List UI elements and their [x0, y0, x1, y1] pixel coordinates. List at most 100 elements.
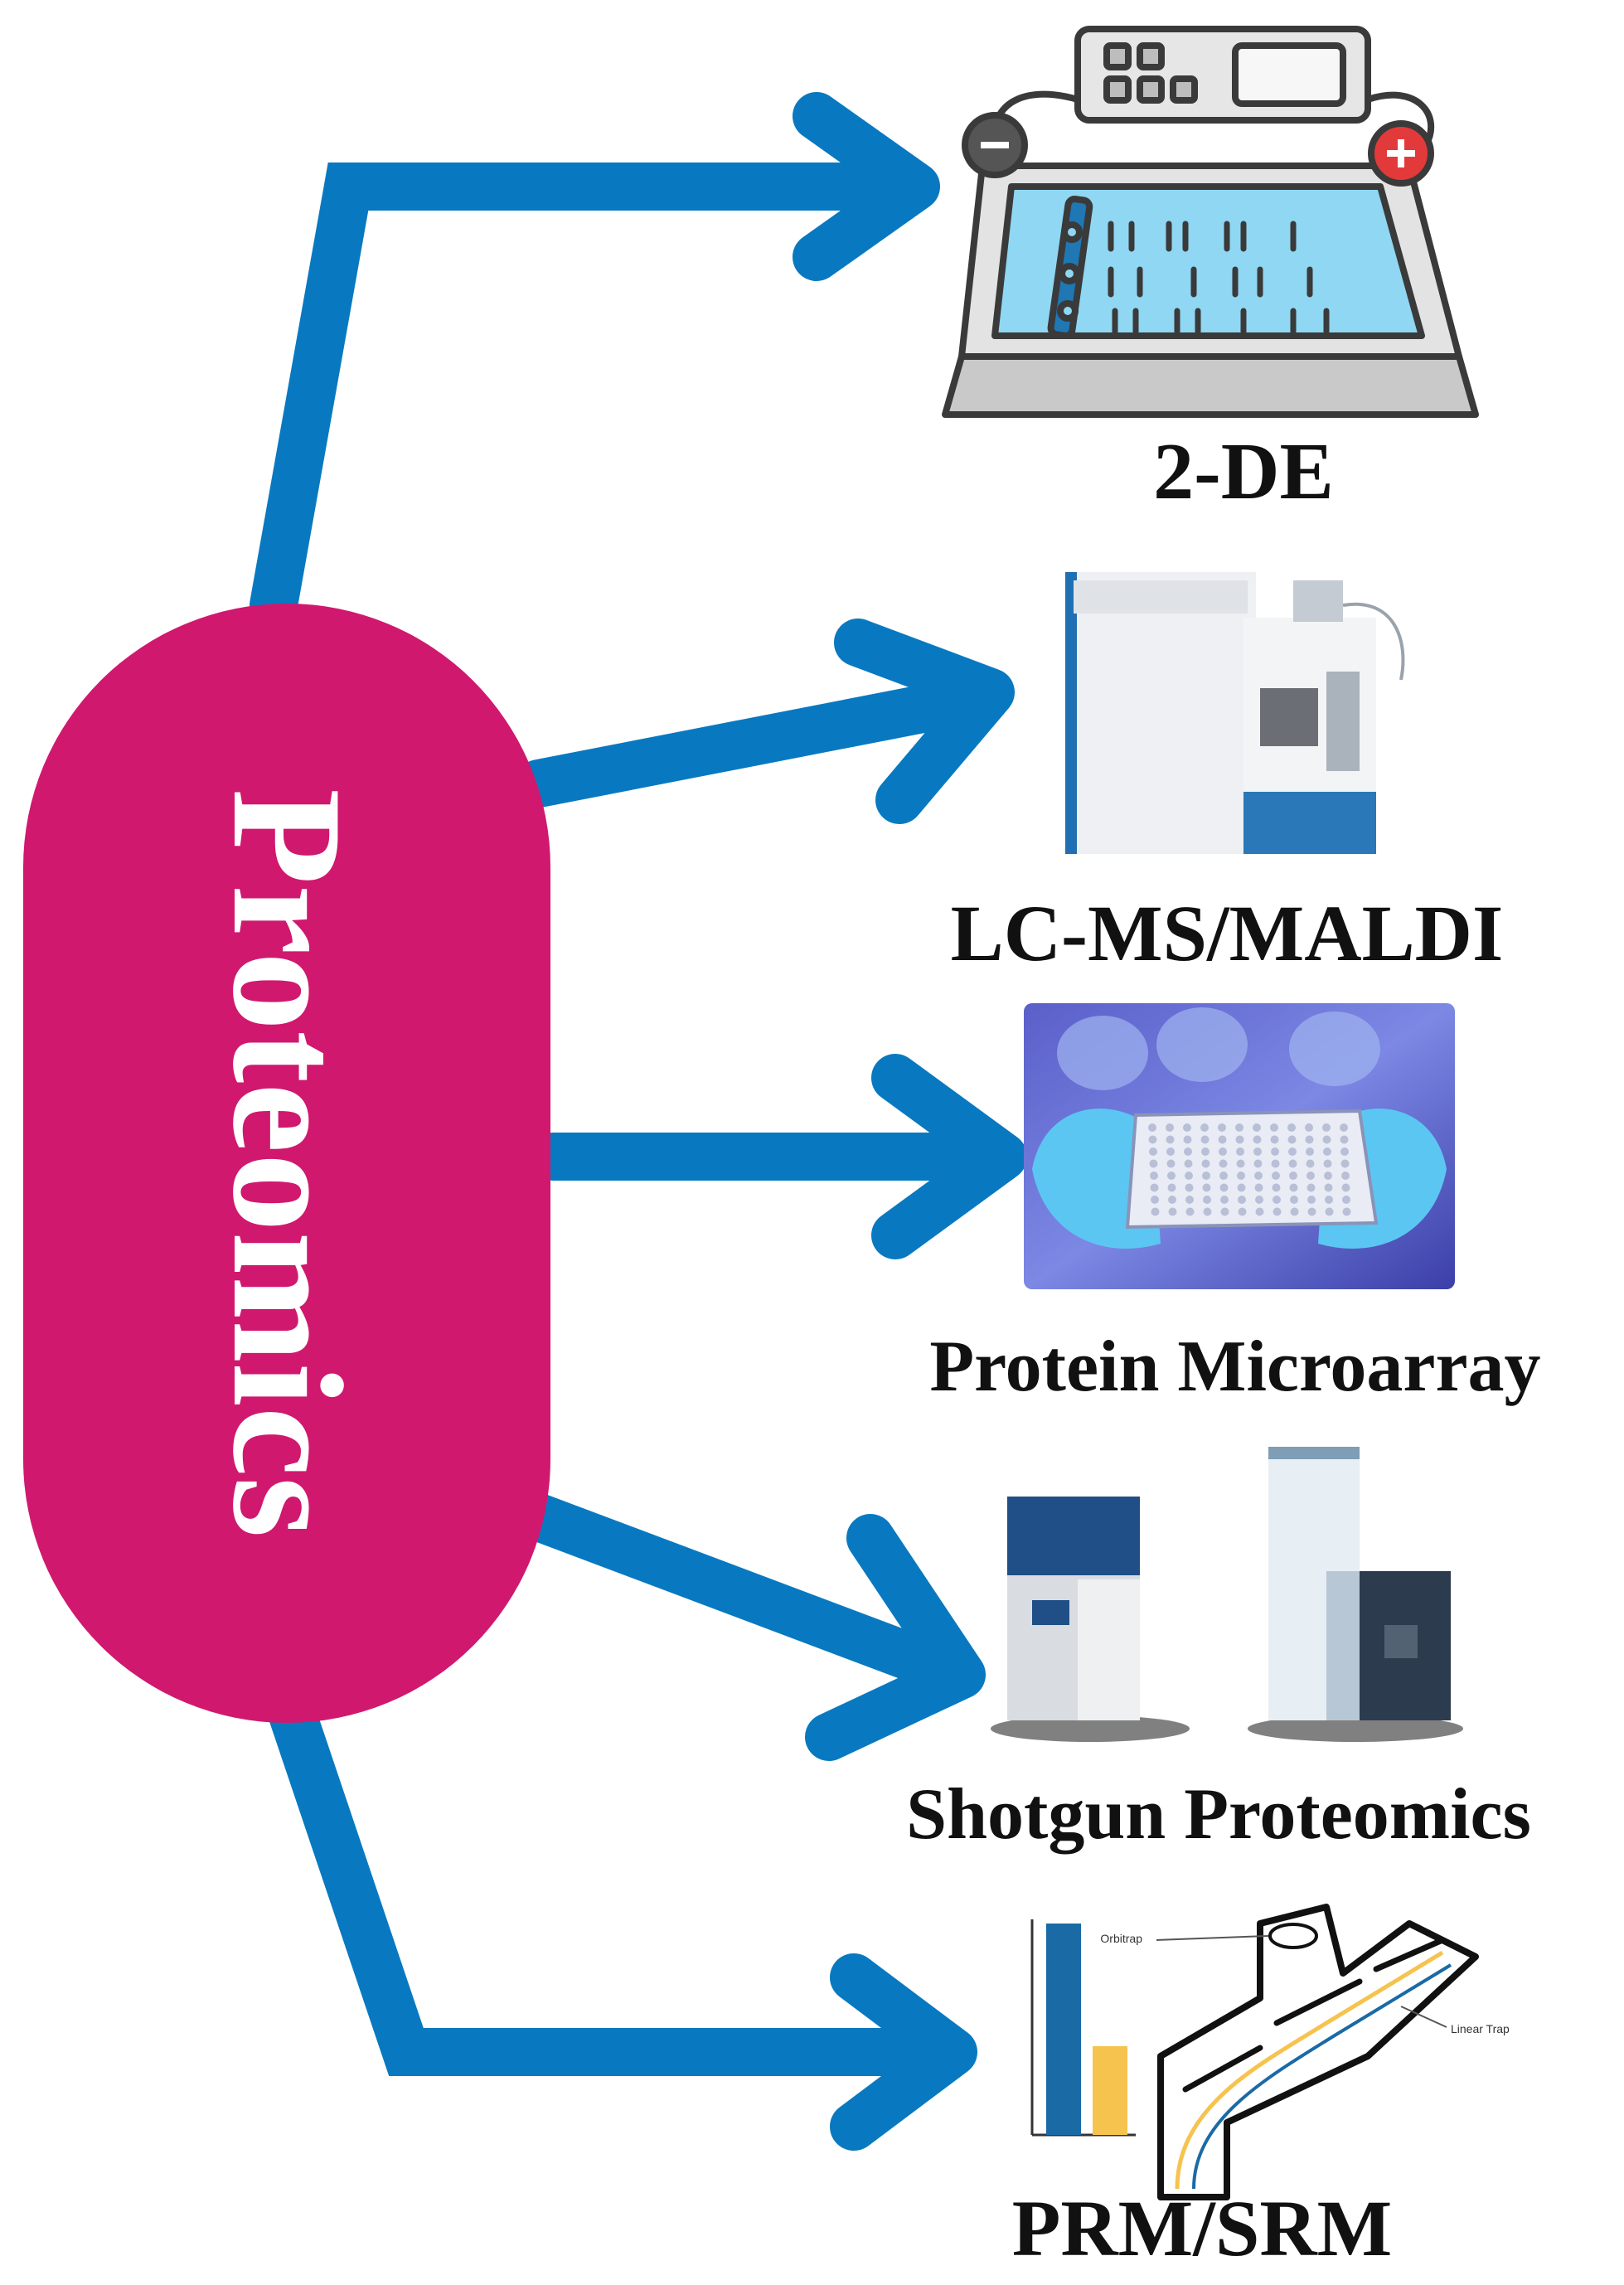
plate-well — [1202, 1183, 1211, 1192]
method-label-lcms-maldi: LC-MS/MALDI — [950, 889, 1504, 978]
plate-well — [1149, 1147, 1157, 1156]
arrow-to-2de — [250, 163, 936, 629]
plate-well — [1219, 1147, 1227, 1156]
plate-well — [1323, 1147, 1331, 1156]
plate-well — [1200, 1135, 1210, 1144]
plate-well — [1341, 1172, 1350, 1180]
plate-well — [1272, 1183, 1281, 1192]
plate-well — [1237, 1172, 1245, 1180]
arrow-head-microarray — [871, 1054, 1027, 1259]
plate-well — [1200, 1123, 1209, 1132]
prm-bar-2 — [1093, 2045, 1127, 2135]
arrow-head-shotgun — [805, 1514, 986, 1761]
plate-well — [1238, 1196, 1246, 1204]
plate-well — [1290, 1196, 1298, 1204]
plate-well — [1185, 1196, 1194, 1204]
proteomics-node — [23, 604, 550, 1723]
plate-well — [1323, 1159, 1332, 1168]
plate-well — [1306, 1183, 1316, 1192]
plate-well — [1340, 1135, 1349, 1144]
prm-bar-1 — [1046, 1924, 1081, 2135]
linear-trap-callout: Linear Trap — [1451, 2022, 1510, 2035]
plate-well — [1271, 1147, 1279, 1156]
plate-well — [1287, 1135, 1297, 1144]
plate-well — [1219, 1159, 1228, 1168]
plate-well — [1306, 1147, 1314, 1156]
plate-well — [1253, 1147, 1262, 1156]
plate-well — [1183, 1135, 1192, 1144]
plate-well — [1288, 1147, 1297, 1156]
arrow-head-2de — [793, 92, 940, 281]
plate-well — [1324, 1172, 1332, 1180]
plate-well — [1272, 1172, 1280, 1180]
plate-well — [1167, 1183, 1176, 1192]
method-label-shotgun-proteomics: Shotgun Proteomics — [906, 1774, 1531, 1855]
plate-well — [1342, 1196, 1350, 1204]
plate-well — [1236, 1147, 1244, 1156]
plate-well — [1254, 1172, 1263, 1180]
plate-well — [1340, 1159, 1350, 1168]
shotgun-instruments-icon — [991, 1447, 1463, 1742]
method-label-protein-microarray: Protein Microarray — [929, 1327, 1541, 1407]
plate-well — [1168, 1207, 1177, 1216]
plate-well — [1270, 1123, 1278, 1132]
plate-well — [1305, 1135, 1314, 1144]
arrow-head-prm — [830, 1953, 977, 2151]
plate-well — [1255, 1207, 1264, 1216]
plate-well — [1166, 1159, 1176, 1168]
plate-well — [1166, 1135, 1175, 1144]
plate-well — [1322, 1135, 1331, 1144]
plate-well — [1184, 1159, 1193, 1168]
instrument-outline — [1157, 1904, 1479, 2200]
electrophoresis-icon — [942, 26, 1479, 418]
plate-well — [1220, 1196, 1229, 1204]
plate-well — [1166, 1123, 1174, 1132]
plate-well — [1166, 1147, 1175, 1156]
plate-well — [1201, 1159, 1210, 1168]
plate-well — [1288, 1159, 1297, 1168]
plate-well — [1235, 1123, 1243, 1132]
plate-well — [1342, 1207, 1351, 1216]
proteomics-title: Proteomics — [200, 788, 374, 1538]
plate-well — [1185, 1207, 1195, 1216]
plate-well — [1149, 1159, 1158, 1168]
plate-well — [1305, 1123, 1313, 1132]
method-label-2de: 2-DE — [1153, 427, 1334, 517]
plate-well — [1237, 1183, 1246, 1192]
arrow-to-lcms — [515, 672, 1011, 808]
plate-well — [1148, 1135, 1157, 1144]
plate-well — [1289, 1172, 1297, 1180]
plate-well — [1325, 1196, 1333, 1204]
plate-well — [1273, 1207, 1282, 1216]
plate-well — [1340, 1147, 1349, 1156]
plate-well — [1253, 1135, 1262, 1144]
plate-well — [1167, 1172, 1176, 1180]
plate-well — [1201, 1147, 1210, 1156]
orbitrap-callout: Orbitrap — [1100, 1932, 1142, 1945]
lcms-instrument-icon — [1065, 572, 1405, 854]
plate-well — [1150, 1172, 1158, 1180]
plate-well — [1235, 1135, 1244, 1144]
plate-well — [1287, 1123, 1296, 1132]
plate-well — [1236, 1159, 1245, 1168]
plate-well — [1322, 1123, 1331, 1132]
plate-well — [1218, 1135, 1227, 1144]
plate-well — [1151, 1207, 1160, 1216]
arrow-to-prm — [266, 1684, 973, 2076]
plate-well — [1148, 1123, 1156, 1132]
plate-well — [1150, 1183, 1159, 1192]
plate-well — [1341, 1183, 1350, 1192]
plate-well — [1306, 1172, 1315, 1180]
plate-well — [1307, 1207, 1316, 1216]
plate-well — [1307, 1196, 1316, 1204]
plate-well — [1203, 1196, 1211, 1204]
plate-well — [1271, 1159, 1280, 1168]
plate-well — [1185, 1172, 1193, 1180]
plate-well — [1290, 1207, 1299, 1216]
plate-well — [1238, 1207, 1247, 1216]
arrow-head-lcms — [834, 619, 1015, 824]
plate-well — [1289, 1183, 1298, 1192]
plate-well — [1253, 1159, 1263, 1168]
